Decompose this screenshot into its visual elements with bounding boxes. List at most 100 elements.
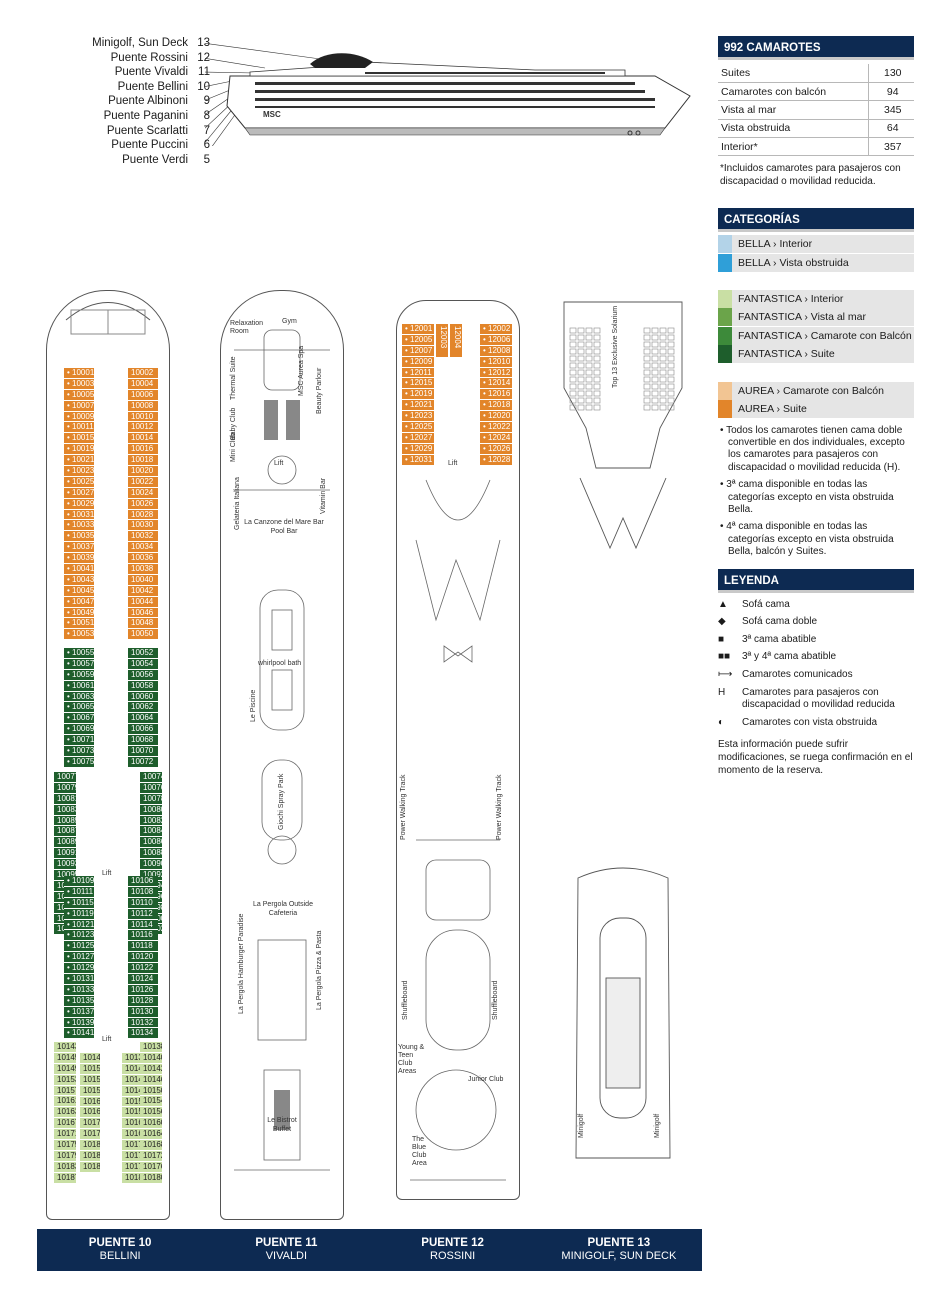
cabin: • 12010	[480, 356, 512, 368]
deck-13-lounger	[585, 383, 593, 390]
cabins-footnote: *Incluidos camarotes para pasajeros con …	[720, 163, 901, 188]
cabin: 10156	[140, 1107, 162, 1119]
cabin: 10010	[128, 411, 158, 423]
deck-10-lift-label: Lift	[102, 870, 112, 877]
cabin-count: 345	[867, 100, 914, 120]
cabin: 10040	[128, 574, 158, 586]
deck-12-plan: • 12001• 12005• 12007• 12009• 12011• 120…	[396, 300, 520, 1200]
category-gap	[718, 272, 914, 290]
deck-13-lounger	[667, 369, 675, 376]
cabin: 10142	[140, 1063, 162, 1075]
deck-13-lounger	[585, 327, 593, 334]
deck-13-lounger	[593, 383, 601, 390]
cabin: • 10055	[64, 648, 94, 659]
category-item: FANTASTICA › Vista al mar	[718, 308, 914, 328]
cabin: 10024	[128, 487, 158, 499]
ship-funnel	[310, 53, 373, 68]
deck-13-lounger	[585, 334, 593, 341]
cabin: • 10135	[64, 995, 94, 1007]
cabin-count: 94	[867, 82, 914, 102]
cabin: 10062	[128, 702, 158, 714]
cabin: 10032	[128, 531, 158, 543]
deck-13-lounger	[651, 334, 659, 341]
deck-13-lounger	[659, 383, 667, 390]
deck-name: Puente Scarlatti	[106, 124, 188, 137]
deck-13-lounger	[651, 348, 659, 355]
chevron-right-icon: ›	[770, 238, 780, 251]
deck-13-lounger	[667, 334, 675, 341]
deck-13-lounger	[577, 397, 585, 404]
deck-13-lounger	[643, 397, 651, 404]
cabin: 10110	[128, 897, 158, 909]
category-name: FANTASTICA	[738, 311, 802, 324]
deck-13-lounger	[569, 404, 577, 411]
deck-13-lounger	[659, 362, 667, 369]
cabin: 10084	[140, 826, 162, 838]
deck-13-lounger	[577, 348, 585, 355]
cabin: 10158	[122, 1107, 142, 1119]
category-swatch	[718, 308, 732, 327]
chevron-right-icon: ›	[801, 292, 811, 305]
category-type: Interior	[779, 238, 813, 251]
cabin: • 12018	[480, 400, 512, 412]
deck-13-lounger	[659, 334, 667, 341]
deck-13-drawing	[563, 301, 683, 1159]
cabin: • 10125	[64, 941, 94, 953]
solarium-label: Top 13 Exclusive Solarium	[612, 305, 619, 388]
deck-13-lounger	[659, 355, 667, 362]
cabin: 10140	[140, 1052, 162, 1064]
cabin: 10160	[140, 1118, 162, 1130]
category-item: FANTASTICA › Suite	[718, 345, 914, 364]
cabin: 10050	[128, 629, 158, 641]
deck-13-lounger	[593, 327, 601, 334]
cabin: 10169	[80, 1107, 100, 1119]
cabin: 10179	[54, 1150, 76, 1162]
ship-profile: MSC	[205, 42, 691, 146]
cabin: • 12031	[402, 454, 434, 466]
cabin: 10008	[128, 400, 158, 412]
cabin-type: Vista al mar	[718, 100, 868, 120]
cabin: 10078	[140, 793, 162, 805]
cabin: • 10059	[64, 669, 94, 681]
cabin: • 12015	[402, 378, 434, 390]
cabin: • 10045	[64, 585, 94, 597]
cabin: 10058	[128, 680, 158, 692]
cabin: 10114	[128, 919, 158, 931]
cabin: 10143	[122, 1063, 142, 1075]
deck-13-lounger	[651, 341, 659, 348]
cabin: 10155	[80, 1074, 100, 1086]
cabin: • 10021	[64, 455, 94, 467]
category-name: AUREA	[738, 384, 774, 397]
thermal-label: Thermal Suite	[230, 356, 237, 400]
cabin: 10128	[128, 995, 158, 1007]
category-swatch	[718, 381, 732, 400]
cabin: 10012	[128, 422, 158, 434]
deck-banner-sub: BELLINI	[99, 1250, 141, 1262]
cabin: 10139	[122, 1053, 142, 1064]
deck-13-lounger	[593, 341, 601, 348]
deck-name: Puente Paganini	[103, 109, 188, 122]
legend-item: ▲Sofá cama	[718, 599, 914, 612]
cabin: • 12005	[402, 334, 434, 346]
cabin: 10086	[140, 837, 162, 849]
category-label: FANTASTICA › Camarote con Balcón	[732, 326, 914, 345]
legend-symbol-icon: ⟼	[718, 669, 733, 681]
cabin: 10085	[54, 815, 76, 827]
deck-banner-title: PUENTE 11	[255, 1237, 318, 1249]
cabin: • 10133	[64, 984, 94, 996]
cabin: 10002	[128, 368, 158, 379]
cabin: • 10027	[64, 487, 94, 499]
category-swatch	[718, 235, 732, 254]
cabin: 10149	[54, 1063, 76, 1075]
deck-13-lounger	[643, 369, 651, 376]
deck-13-plan: Top 13 Exclusive Solarium Minigolf Minig…	[560, 298, 686, 1170]
category-type: Interior	[810, 292, 844, 305]
cabin: • 10061	[64, 680, 94, 692]
cabin: • 10033	[64, 520, 94, 532]
category-item: BELLA › Vista obstruida	[718, 253, 914, 273]
cabin: 10120	[128, 952, 158, 964]
